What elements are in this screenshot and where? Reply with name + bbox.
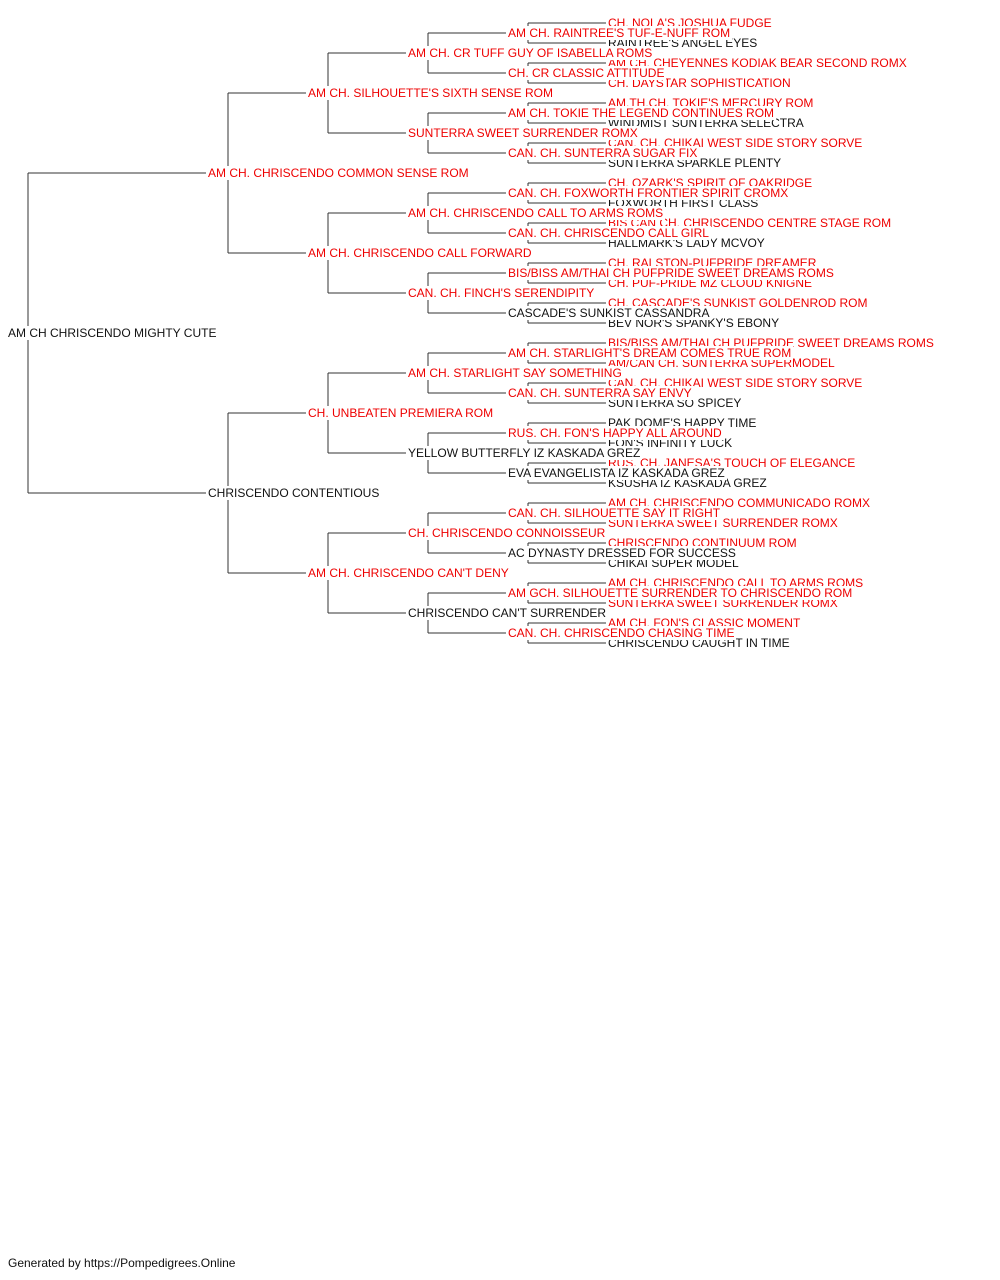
pedigree-entry-gen-4: RUS. CH. FON'S HAPPY ALL AROUND: [508, 426, 724, 440]
pedigree-entry-gen-4: AM CH. STARLIGHT'S DREAM COMES TRUE ROM: [508, 346, 794, 360]
pedigree-entry-gen-3: YELLOW BUTTERFLY IZ KASKADA GREZ: [408, 446, 643, 460]
pedigree-entry-gen-4: CAN. CH. SILHOUETTE SAY IT RIGHT: [508, 506, 723, 520]
pedigree-entry-gen-5: AM CH. CHEYENNES KODIAK BEAR SECOND ROMX: [608, 56, 909, 70]
pedigree-entry-gen-1: CHRISCENDO CONTENTIOUS: [208, 486, 382, 500]
pedigree-entry-gen-2: AM CH. CHRISCENDO CALL FORWARD: [308, 246, 534, 260]
pedigree-entry-gen-3: SUNTERRA SWEET SURRENDER ROMX: [408, 126, 640, 140]
pedigree-entry-gen-3: CAN. CH. FINCH'S SERENDIPITY: [408, 286, 597, 300]
pedigree-entry-gen-4: AM GCH. SILHOUETTE SURRENDER TO CHRISCEN…: [508, 586, 855, 600]
pedigree-entry-gen-0: AM CH CHRISCENDO MIGHTY CUTE: [8, 326, 219, 340]
pedigree-entry-gen-2: AM CH. CHRISCENDO CAN'T DENY: [308, 566, 511, 580]
pedigree-entry-gen-3: AM CH. CR TUFF GUY OF ISABELLA ROMS: [408, 46, 655, 60]
pedigree-entry-gen-4: AM CH. RAINTREE'S TUF-E-NUFF ROM: [508, 26, 733, 40]
pedigree-entry-gen-2: AM CH. SILHOUETTE'S SIXTH SENSE ROM: [308, 86, 555, 100]
pedigree-entry-gen-4: CAN. CH. CHRISCENDO CALL GIRL: [508, 226, 711, 240]
generated-by-footer: Generated by https://Pompedigrees.Online: [8, 1256, 236, 1270]
pedigree-entry-gen-4: EVA EVANGELISTA IZ KASKADA GREZ: [508, 466, 727, 480]
pedigree-entry-gen-4: CAN. CH. CHRISCENDO CHASING TIME: [508, 626, 737, 640]
pedigree-entry-gen-3: AM CH. CHRISCENDO CALL TO ARMS ROMS: [408, 206, 666, 220]
pedigree-entry-gen-4: AC DYNASTY DRESSED FOR SUCCESS: [508, 546, 738, 560]
pedigree-entry-gen-2: CH. UNBEATEN PREMIERA ROM: [308, 406, 496, 420]
pedigree-entry-gen-4: CAN. CH. FOXWORTH FRONTIER SPIRIT CROMX: [508, 186, 791, 200]
pedigree-entry-gen-1: AM CH. CHRISCENDO COMMON SENSE ROM: [208, 166, 471, 180]
pedigree-entry-gen-4: CH. CR CLASSIC ATTITUDE: [508, 66, 667, 80]
pedigree-entry-gen-3: CHRISCENDO CAN'T SURRENDER: [408, 606, 609, 620]
pedigree-entry-gen-4: CAN. CH. SUNTERRA SUGAR FIX: [508, 146, 700, 160]
pedigree-entry-gen-3: CH. CHRISCENDO CONNOISSEUR: [408, 526, 608, 540]
pedigree-entry-gen-4: BIS/BISS AM/THAI CH PUFPRIDE SWEET DREAM…: [508, 266, 836, 280]
pedigree-entry-gen-4: AM CH. TOKIE THE LEGEND CONTINUES ROM: [508, 106, 777, 120]
pedigree-entry-gen-3: AM CH. STARLIGHT SAY SOMETHING: [408, 366, 624, 380]
pedigree-entry-gen-4: CASCADE'S SUNKIST CASSANDRA: [508, 306, 712, 320]
pedigree-entry-gen-4: CAN. CH. SUNTERRA SAY ENVY: [508, 386, 694, 400]
